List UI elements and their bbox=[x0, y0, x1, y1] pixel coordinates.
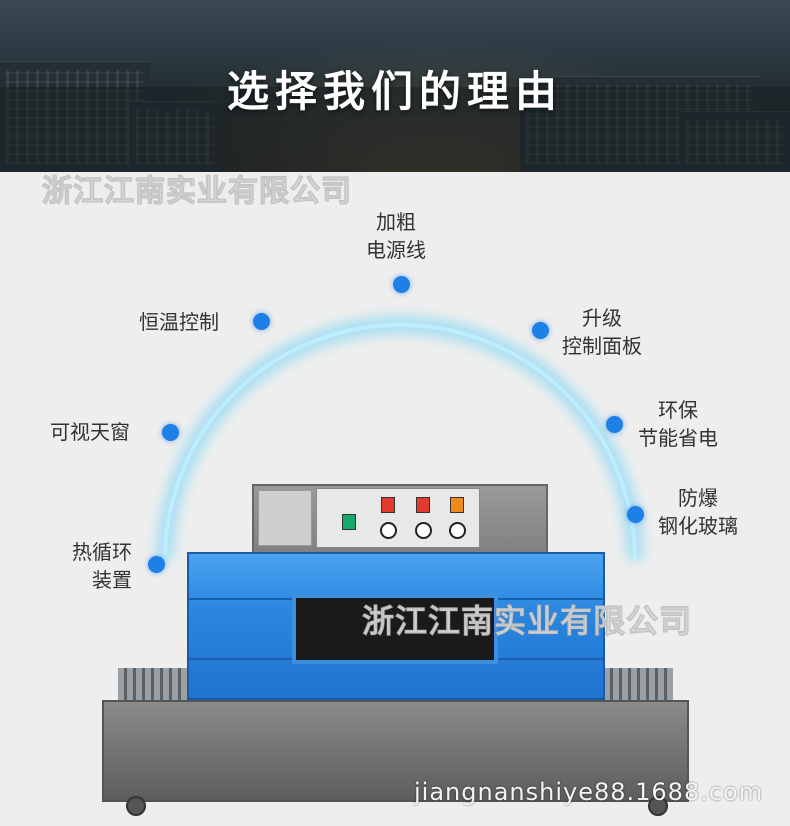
feature-dot bbox=[162, 424, 179, 441]
feature-dot bbox=[148, 556, 165, 573]
feature-label: 升级 bbox=[582, 306, 622, 330]
feature-label: 控制面板 bbox=[562, 334, 642, 358]
info-sticker bbox=[258, 490, 312, 546]
feature-label: 可视天窗 bbox=[50, 420, 130, 444]
feature-label: 恒温控制 bbox=[139, 310, 219, 334]
red-switch bbox=[416, 497, 430, 513]
viewing-window bbox=[292, 594, 498, 664]
feature-power-cord: 加粗 电源线 bbox=[366, 208, 426, 264]
orange-switch bbox=[450, 497, 464, 513]
feature-dot bbox=[606, 416, 623, 433]
feature-dot bbox=[393, 276, 410, 293]
feature-circulation: 热循环 装置 bbox=[60, 538, 132, 594]
feature-dot bbox=[627, 506, 644, 523]
dial-knob bbox=[415, 522, 432, 539]
feature-label: 防爆 bbox=[678, 486, 718, 510]
feature-dot bbox=[253, 313, 270, 330]
feature-sky-window: 可视天窗 bbox=[50, 418, 130, 446]
caster-wheel bbox=[648, 796, 668, 816]
hero-banner: 选择我们的理由 bbox=[0, 0, 790, 172]
feature-label: 加粗 bbox=[376, 210, 416, 234]
feature-eco: 环保 节能省电 bbox=[638, 396, 718, 452]
feature-temp-control: 恒温控制 bbox=[139, 308, 219, 336]
machine-base bbox=[102, 700, 689, 802]
feature-control-panel: 升级 控制面板 bbox=[562, 304, 642, 360]
store-url: jiangnanshiye88.1688.com bbox=[414, 778, 764, 806]
power-switch bbox=[342, 514, 356, 530]
feature-label: 环保 bbox=[658, 398, 698, 422]
feature-label: 热循环 bbox=[72, 540, 132, 564]
feature-label: 钢化玻璃 bbox=[658, 514, 738, 538]
dial-knob bbox=[449, 522, 466, 539]
red-switch bbox=[381, 497, 395, 513]
feature-label: 节能省电 bbox=[638, 426, 718, 450]
company-watermark: 浙江江南实业有限公司 bbox=[42, 174, 352, 210]
feature-label: 电源线 bbox=[366, 238, 426, 262]
feature-glass: 防爆 钢化玻璃 bbox=[658, 484, 738, 540]
feature-label: 装置 bbox=[92, 568, 132, 592]
page-title: 选择我们的理由 bbox=[226, 67, 563, 116]
ground bbox=[0, 87, 790, 172]
caster-wheel bbox=[126, 796, 146, 816]
feature-dot bbox=[532, 322, 549, 339]
dial-knob bbox=[380, 522, 397, 539]
company-watermark: 浙江江南实业有限公司 bbox=[361, 602, 693, 641]
